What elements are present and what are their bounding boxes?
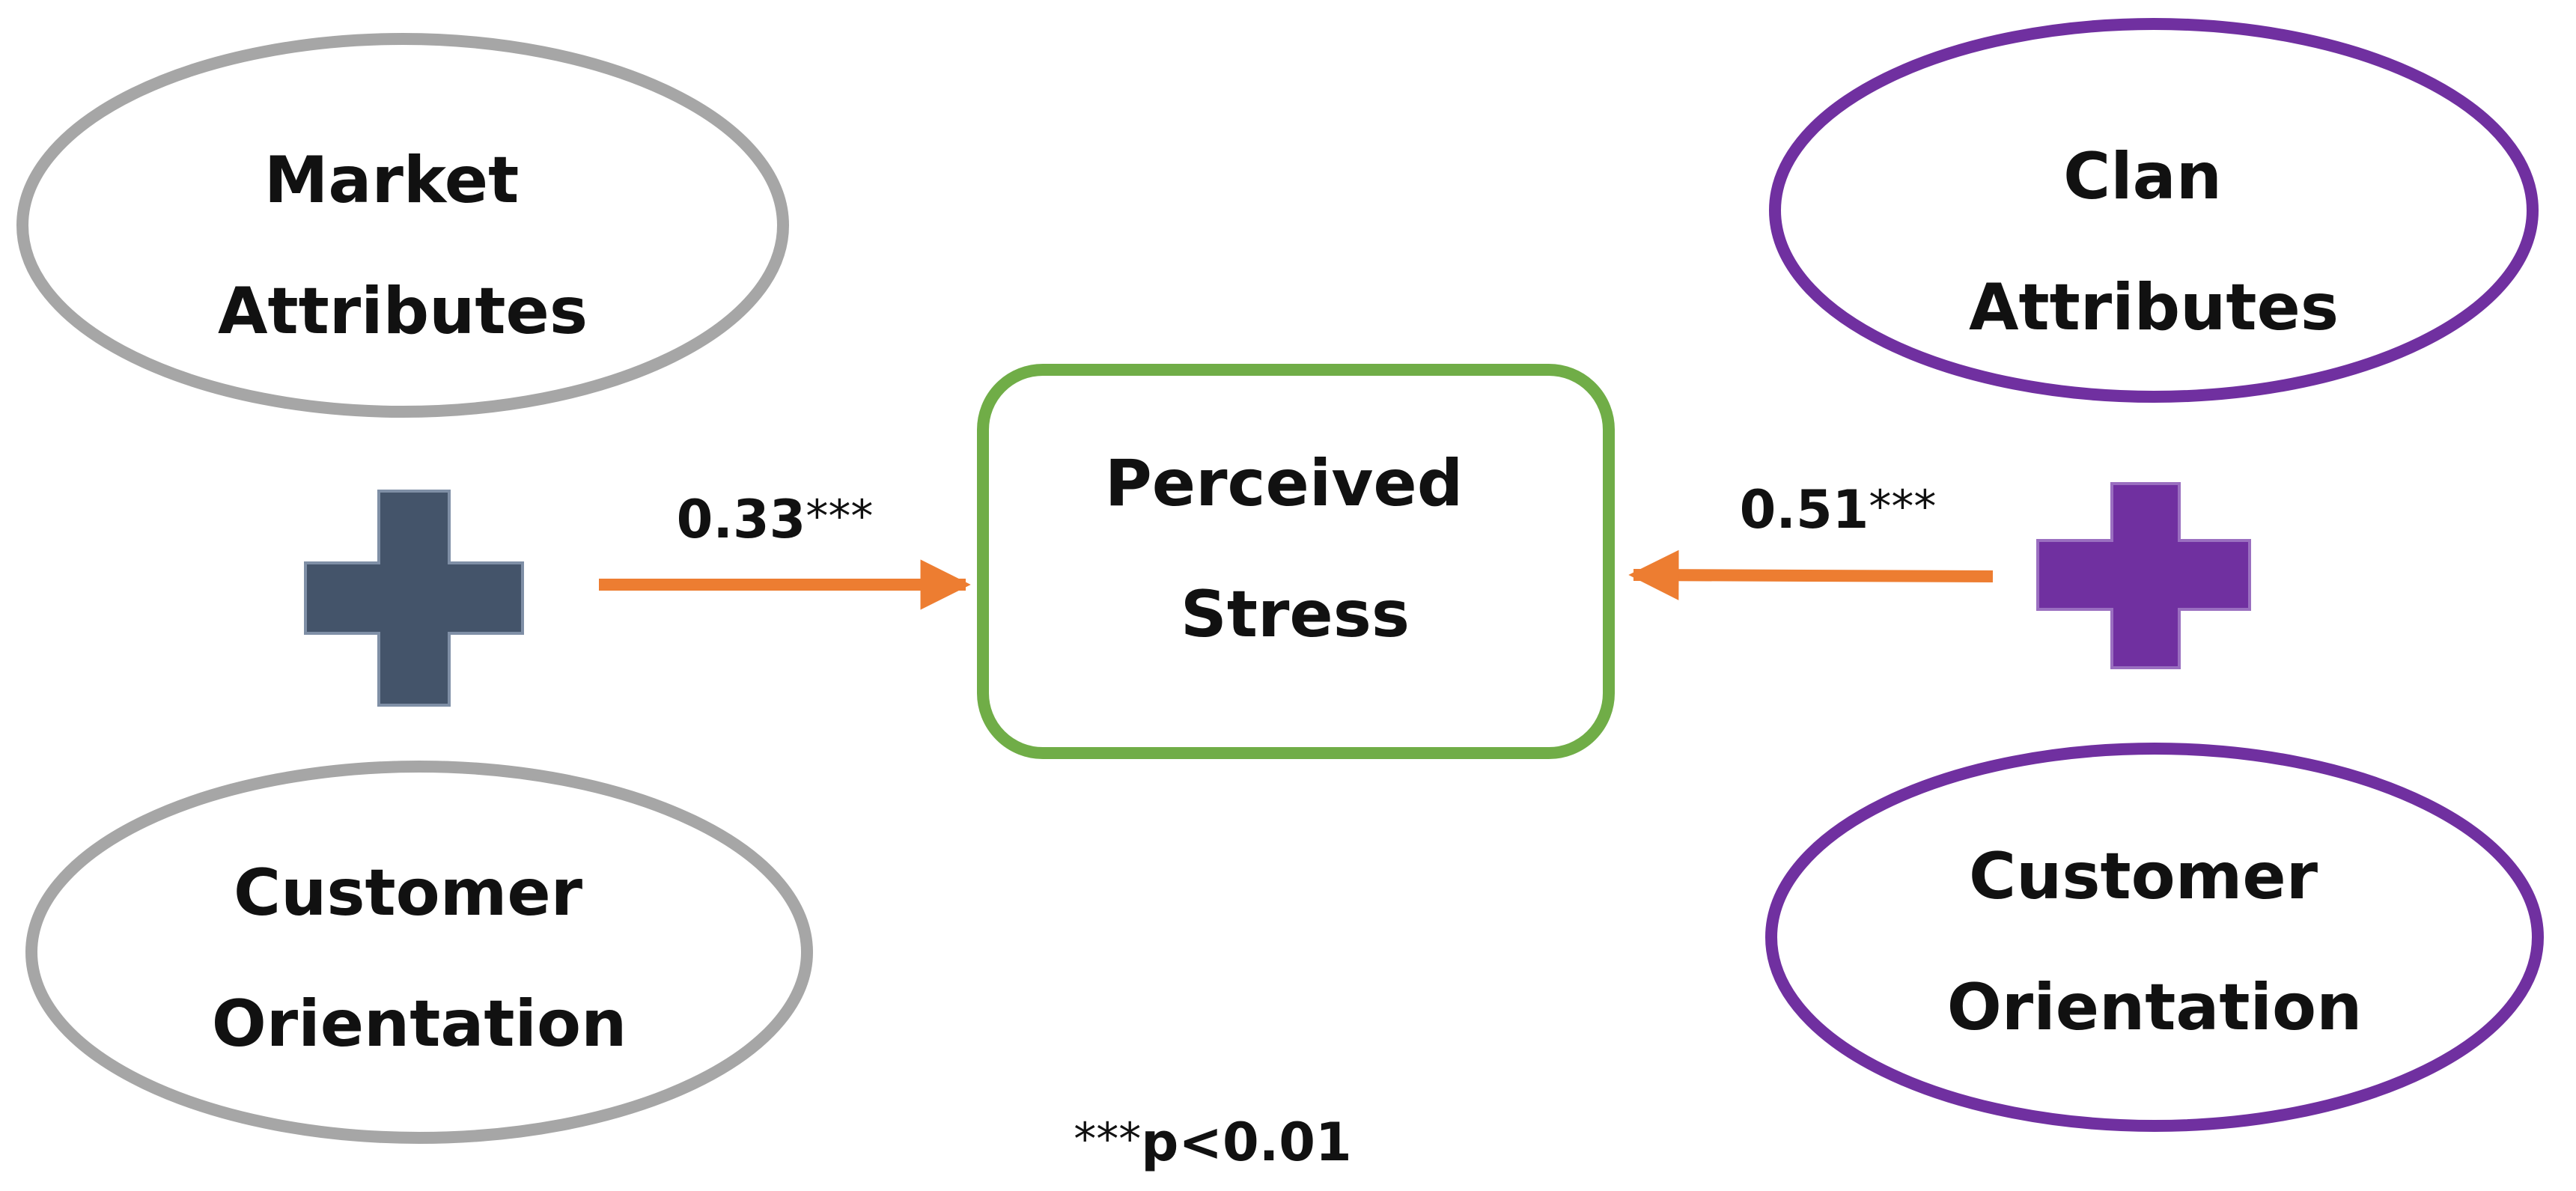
- perceived-stress-label: Perceived Stress: [1105, 446, 1485, 652]
- significance-footnote: ***p<0.01: [1074, 1112, 1351, 1173]
- customer-orientation-left-line1: Customer: [234, 856, 583, 930]
- footnote-stars: ***: [1074, 1113, 1141, 1166]
- coef-market: 0.33: [677, 489, 806, 550]
- clan-attributes-line2: Attributes: [1969, 270, 2339, 345]
- clan-attributes-line1: Clan: [2063, 139, 2222, 214]
- perceived-stress-box: [977, 364, 1615, 759]
- customer-orientation-label-left: Customer Orientation: [212, 856, 627, 1061]
- coef-clan: 0.51: [1740, 479, 1869, 540]
- market-attributes-line2: Attributes: [218, 274, 588, 349]
- arrow-icon: [1628, 549, 1994, 600]
- clan-attributes-label: Clan Attributes: [1969, 139, 2339, 345]
- path-coefficient-right: 0.51***: [1740, 479, 1937, 540]
- clan-attributes-ellipse: [1769, 18, 2539, 403]
- customer-orientation-right-line2: Orientation: [1947, 970, 2363, 1045]
- customer-orientation-ellipse-right: [1765, 743, 2544, 1132]
- customer-orientation-left-line2: Orientation: [212, 987, 627, 1061]
- plus-icon: [2036, 482, 2251, 669]
- customer-orientation-ellipse-left: [25, 761, 813, 1144]
- market-attributes-ellipse: [16, 33, 789, 418]
- perceived-stress-line1: Perceived: [1105, 446, 1464, 521]
- customer-orientation-right-line1: Customer: [1969, 839, 2318, 914]
- perceived-stress-line2: Stress: [1181, 577, 1410, 652]
- plus-icon: [304, 490, 524, 707]
- sig-market: ***: [806, 490, 873, 543]
- customer-orientation-label-right: Customer Orientation: [1947, 839, 2363, 1045]
- footnote-text: p<0.01: [1141, 1112, 1351, 1173]
- market-attributes-label: Market Attributes: [218, 143, 588, 349]
- sig-clan: ***: [1869, 481, 1936, 533]
- market-attributes-line1: Market: [264, 143, 519, 218]
- path-coefficient-left: 0.33***: [677, 489, 874, 550]
